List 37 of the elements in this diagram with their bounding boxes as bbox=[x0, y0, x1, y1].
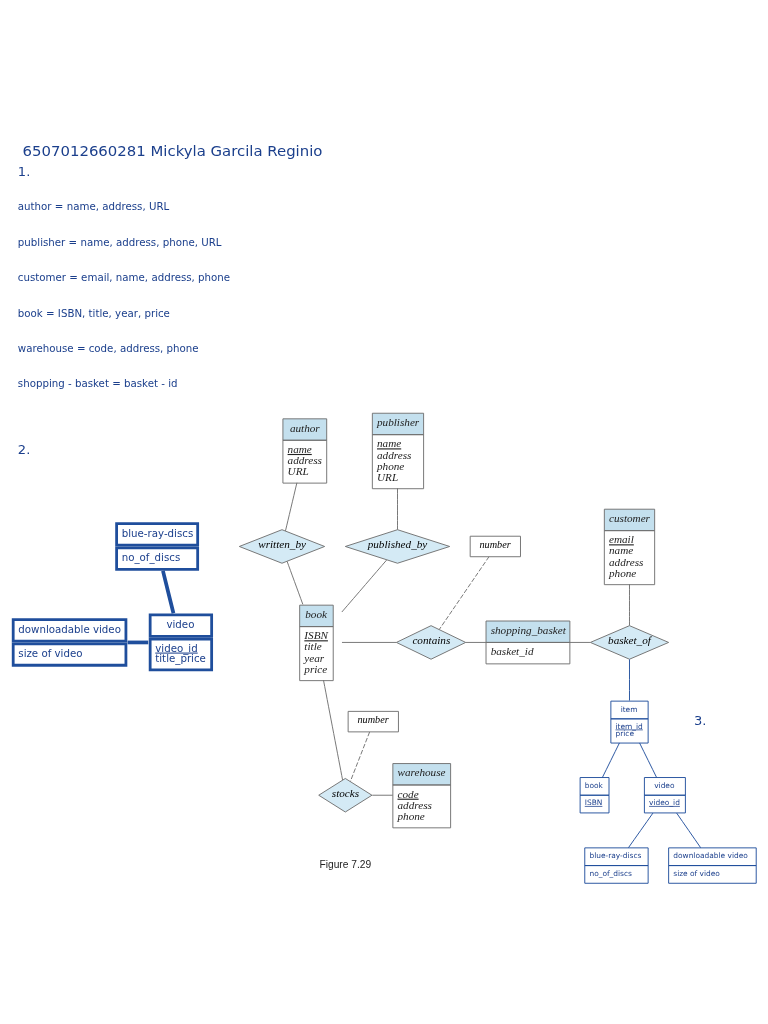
label: warehouse = code, address, phone bbox=[17, 342, 199, 355]
connector bbox=[286, 560, 304, 605]
label: 2. bbox=[17, 441, 31, 457]
connector bbox=[397, 487, 398, 531]
diagram-title: 6507012660281 Mickyla Garcila Reginio bbox=[22, 142, 323, 161]
connector bbox=[349, 731, 371, 782]
connector bbox=[371, 794, 394, 796]
label: book = ISBN, title, year, price bbox=[17, 306, 170, 319]
connector bbox=[569, 641, 591, 643]
connector bbox=[628, 812, 654, 849]
connector bbox=[601, 742, 620, 778]
connector bbox=[676, 812, 702, 849]
connector bbox=[341, 641, 397, 643]
connector bbox=[629, 658, 630, 702]
node-diamond: contains bbox=[395, 625, 467, 660]
connector bbox=[161, 570, 176, 614]
connector bbox=[323, 679, 344, 781]
label: Figure 7.29 bbox=[319, 859, 372, 871]
node-box: number bbox=[469, 535, 521, 558]
connector bbox=[629, 583, 630, 627]
node-diamond: published_by bbox=[344, 529, 451, 564]
label: shopping - basket = basket - id bbox=[17, 377, 178, 390]
label: publisher = name, address, phone, URL bbox=[17, 235, 222, 248]
label: 1. bbox=[17, 163, 31, 179]
connector bbox=[341, 559, 388, 613]
node-box: number bbox=[347, 710, 399, 733]
node-diamond: stocks bbox=[318, 778, 373, 813]
node-diamond: written_by bbox=[238, 529, 326, 564]
label: author = name, address, URL bbox=[17, 200, 170, 213]
connector bbox=[127, 640, 149, 645]
connector bbox=[465, 641, 487, 643]
label: customer = email, name, address, phone bbox=[17, 271, 231, 284]
label: 3. bbox=[694, 713, 707, 729]
connector bbox=[639, 742, 658, 778]
connector bbox=[285, 482, 298, 532]
node-diamond: basket_of bbox=[589, 625, 670, 660]
connector bbox=[438, 556, 490, 630]
